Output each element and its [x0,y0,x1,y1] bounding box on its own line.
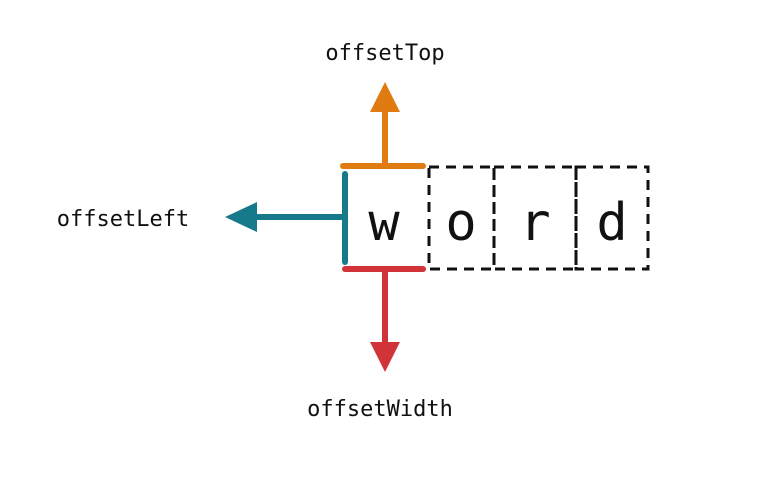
dashed-letter-boxes [427,165,650,271]
letter-o: o [445,193,476,253]
letter-w: w [368,193,400,253]
offset-width-label: offsetWidth [307,397,453,422]
offset-top-arrow [340,82,426,169]
letter-d: d [596,193,627,253]
letter-box-d [574,165,650,271]
offset-top-label: offsetTop [325,41,444,66]
letter-r: r [519,193,550,253]
offset-left-label: offsetLeft [57,207,189,232]
letter-box-r [492,165,578,271]
word-letters: w o r d [368,193,627,253]
offset-left-arrow [225,171,348,265]
offset-width-arrow [342,266,426,372]
